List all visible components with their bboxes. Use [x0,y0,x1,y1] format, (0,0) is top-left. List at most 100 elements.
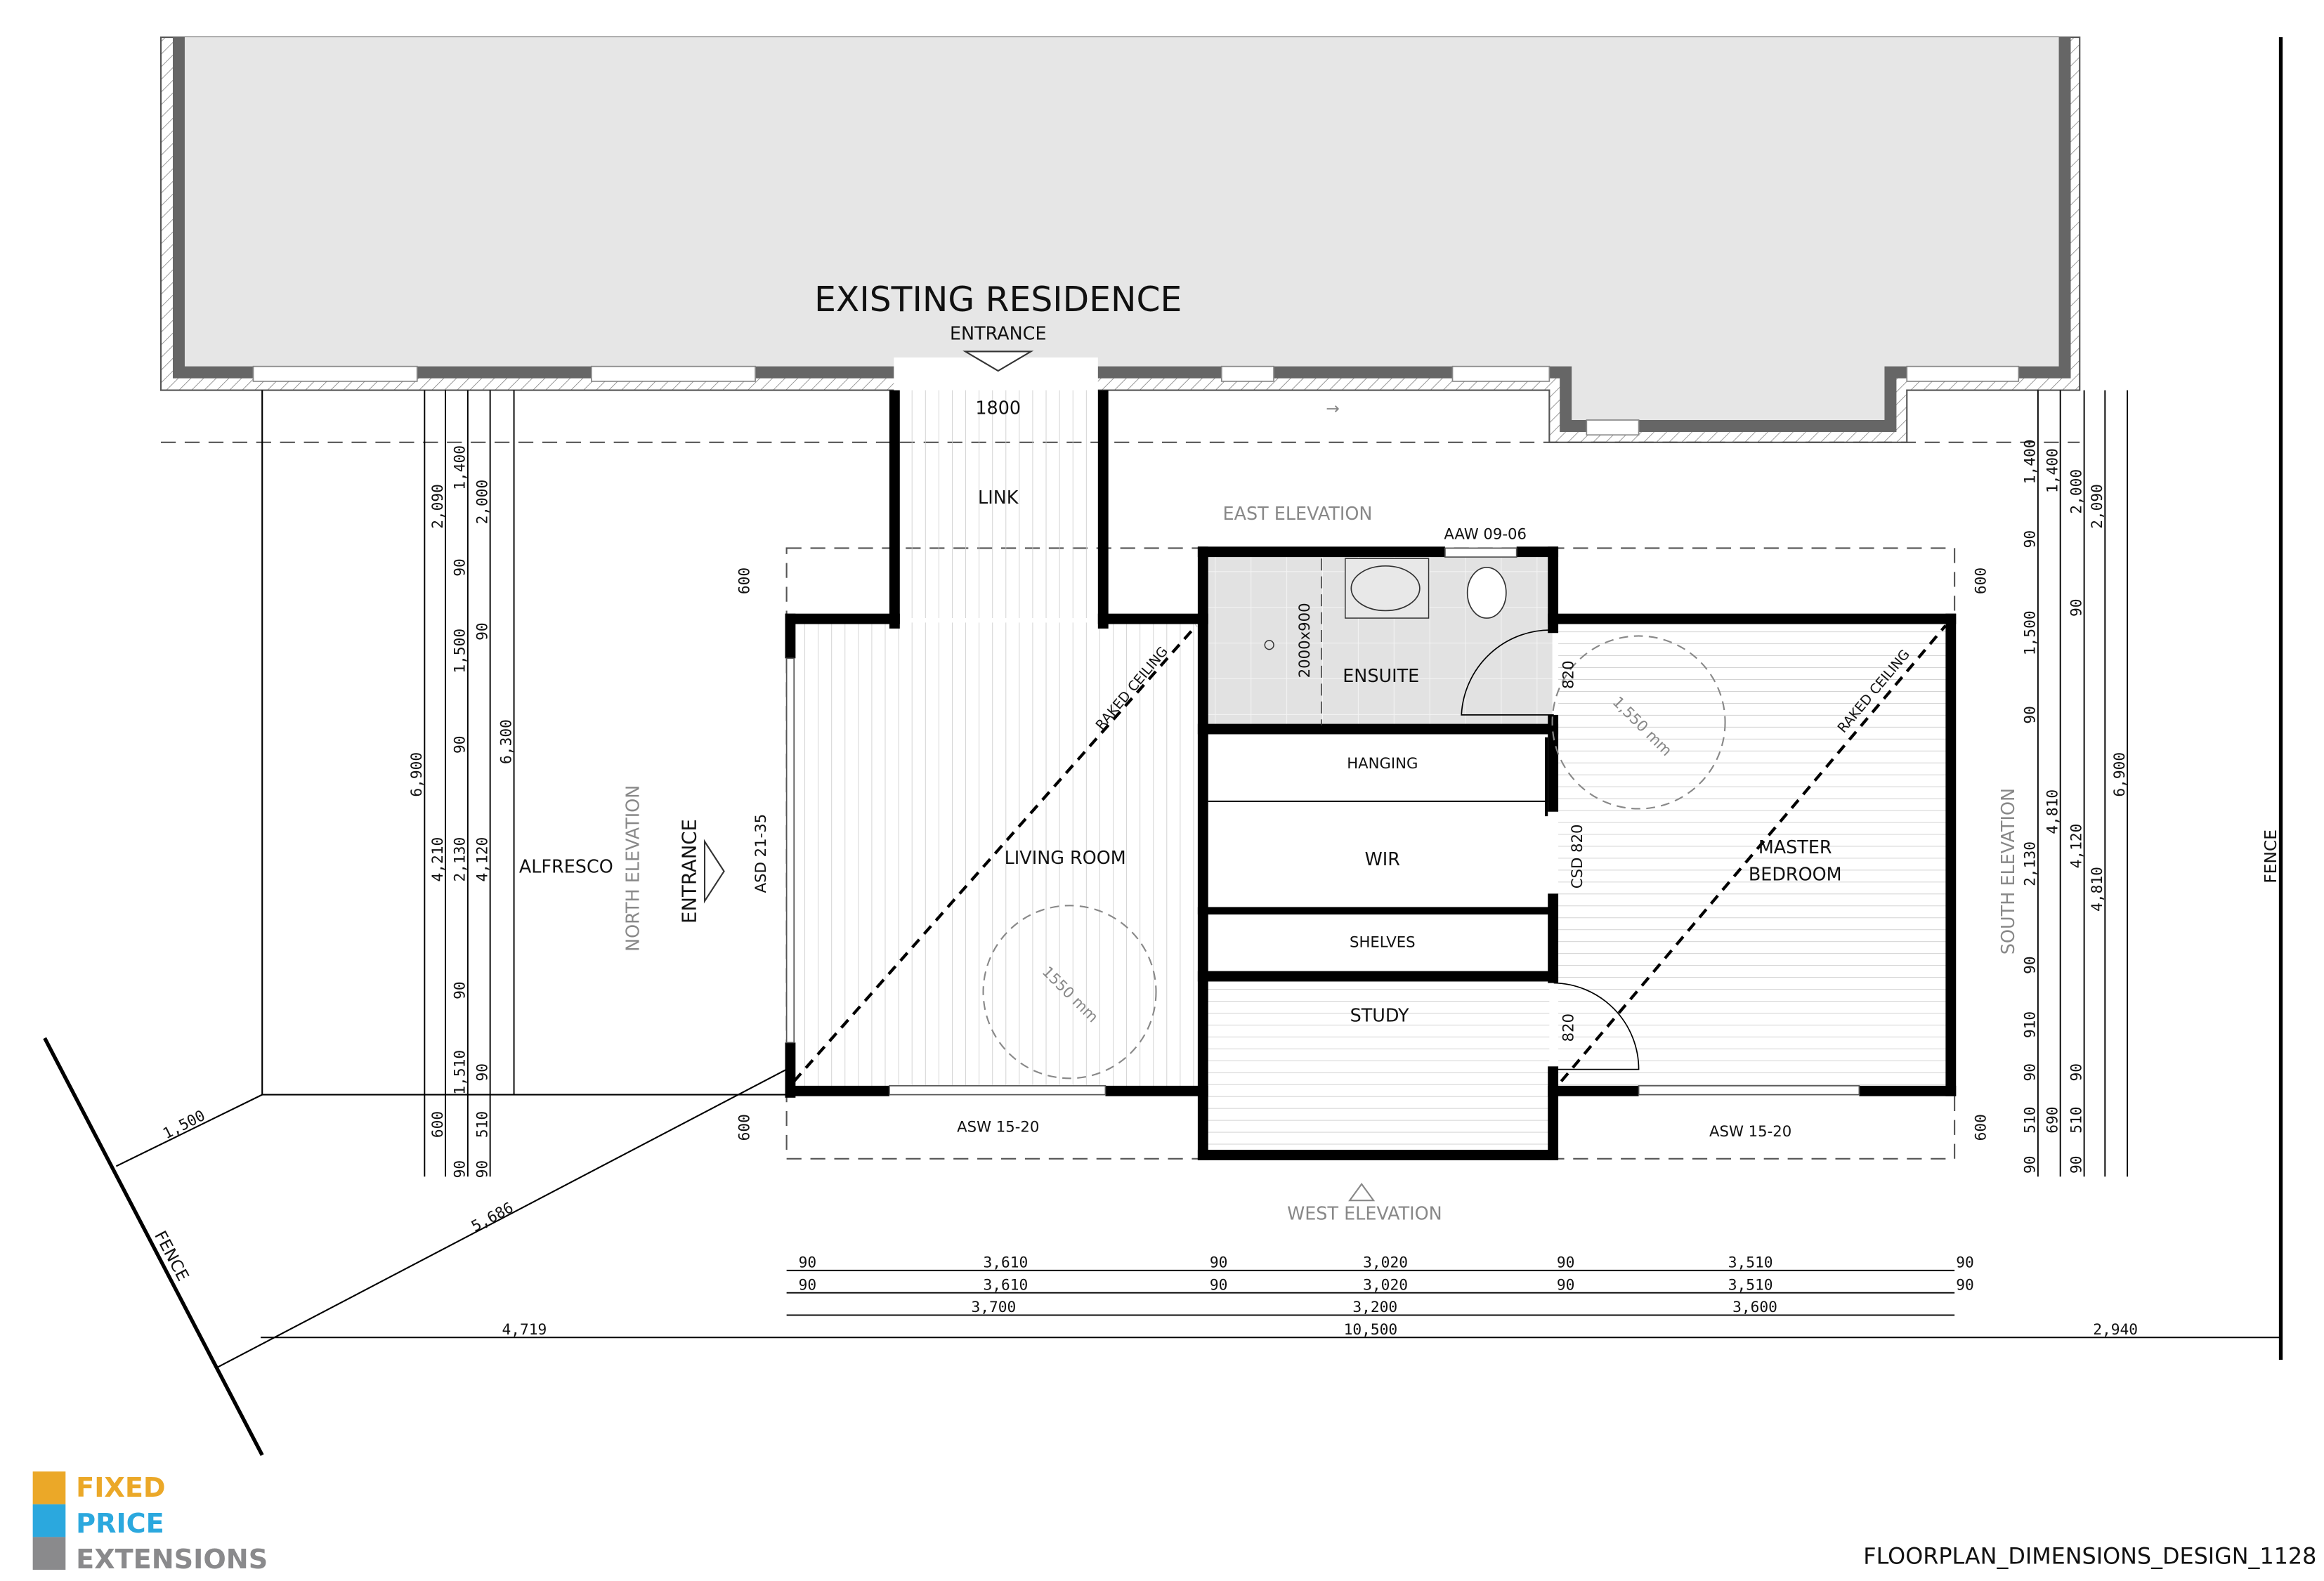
logo-line-1: FIXED [76,1472,165,1503]
shower-size-label: 2000x900 [1295,603,1313,678]
dim-bottom: 3,700 [971,1298,1016,1316]
arrow-icon: → [1326,400,1340,419]
csd-label: CSD 820 [1568,824,1586,888]
dim-bottom: 3,610 [983,1254,1028,1271]
hanging-label: HANGING [1347,754,1418,772]
dim-right: 6,900 [2110,752,2128,797]
dim-left: 90 [451,981,469,999]
asw-right-label: ASW 15-20 [1709,1122,1791,1140]
asw-left-label: ASW 15-20 [957,1118,1039,1136]
alfresco-label: ALFRESCO [519,856,613,877]
dim-left: 90 [451,1160,469,1179]
dim-bottom: 3,510 [1728,1254,1773,1271]
dim-right: 90 [2021,956,2039,974]
drawing-title: FLOORPLAN_DIMENSIONS_DESIGN_1128 [1863,1544,2316,1570]
entrance-arrow-icon [962,350,1034,372]
dim-left: 4,210 [429,837,446,882]
logo-line-3: EXTENSIONS [76,1544,268,1575]
diagonal-dim: 5,686 [468,1198,516,1235]
north-elevation-label: NORTH ELEVATION [622,785,644,952]
dim-left: 6,900 [407,752,425,797]
dim-left: 6,300 [497,719,514,764]
shelves-label: SHELVES [1350,933,1416,951]
walls [785,390,1957,1160]
link-label: LINK [978,487,1019,508]
dim-bottom: 3,020 [1363,1275,1408,1293]
dim-bottom: 90 [1956,1275,1974,1293]
dimension-labels: 6,900 2,090 4,210 600 1,400 90 1,500 90 … [407,440,2138,1339]
south-elevation-label: SOUTH ELEVATION [1997,788,2018,954]
master-bedroom-label-1: MASTER [1758,837,1832,858]
dim-right: 1,400 [2043,448,2061,493]
fence-left-line [43,1037,264,1457]
dim-left: 510 [473,1111,490,1138]
dim-right: 90 [2021,1063,2039,1082]
fence-right-label: FENCE [2261,829,2280,884]
dim-bottom: 10,500 [1344,1320,1398,1338]
alfresco-depth-dim: 1,500 [160,1106,208,1142]
dim-right: 1,500 [2021,610,2039,655]
dim-left: 90 [473,1160,490,1179]
dim-right: 90 [2067,1063,2084,1082]
dim-bottom: 90 [1956,1254,1974,1271]
dim-bottom: 3,020 [1363,1254,1408,1271]
dim-right: 510 [2021,1107,2039,1134]
dim-left: 4,120 [473,837,490,882]
entrance-label: ENTRANCE [678,819,700,924]
dim-left: 2,130 [451,837,469,882]
dim-left: 90 [473,622,490,641]
dim-right: 510 [2067,1107,2084,1134]
master-bedroom-label-2: BEDROOM [1749,863,1842,884]
ensuite-fixtures [1264,558,1640,1070]
west-elevation-arrow-icon [1348,1183,1376,1202]
dim-left: 1,400 [451,445,469,490]
dim-bottom: 3,510 [1728,1275,1773,1293]
dim-left: 2,090 [429,484,446,529]
wir-label: WIR [1365,848,1400,870]
dim-left: 90 [451,558,469,577]
dim-right: 90 [2067,598,2084,617]
dim-bottom: 90 [799,1275,817,1293]
dim-right: 2,000 [2067,469,2084,514]
dim-right: 2,130 [2021,841,2039,886]
dim-bottom: 4,719 [502,1320,547,1338]
dim-left: 2,000 [473,480,490,525]
ensuite-door-width: 820 [1559,660,1576,688]
logo-line-2: PRICE [76,1508,164,1539]
eave-bl: 600 [736,1114,753,1141]
dim-right: 2,090 [2088,484,2106,529]
existing-residence: EXISTING RESIDENCE ENTRANCE → [159,36,2081,443]
ensuite-label: ENSUITE [1343,665,1419,686]
dim-right: 4,810 [2088,867,2106,912]
dim-right: 90 [2067,1156,2084,1174]
dim-right: 90 [2021,706,2039,724]
dim-right: 690 [2043,1107,2061,1134]
dim-bottom: 2,940 [2093,1320,2138,1338]
eave-br: 600 [1972,1114,1990,1141]
study-door-width: 820 [1559,1013,1576,1042]
east-elevation-label: EAST ELEVATION [1223,503,1373,524]
dim-bottom: 3,600 [1732,1298,1777,1316]
dim-left: 1,510 [451,1050,469,1095]
existing-entrance-label: ENTRANCE [950,323,1047,344]
dim-left: 90 [451,736,469,754]
existing-residence-label: EXISTING RESIDENCE [814,280,1182,320]
dim-left: 90 [473,1063,490,1082]
dim-right: 4,810 [2043,789,2061,834]
dim-bottom: 3,200 [1352,1298,1397,1316]
living-room-label: LIVING ROOM [1005,847,1126,868]
dim-left: 600 [429,1111,446,1138]
dim-right: 90 [2021,1156,2039,1174]
aaw-label: AAW 09-06 [1444,525,1527,543]
dim-bottom: 90 [1557,1275,1575,1293]
west-elevation-label: WEST ELEVATION [1287,1203,1442,1224]
company-logo: FIXED PRICE EXTENSIONS [32,1471,268,1575]
dimension-lines [261,390,2280,1339]
room-labels: 1800 LINK ALFRESCO LIVING ROOM ENSUITE H… [519,398,1842,1026]
dim-left: 1,500 [451,629,469,674]
link-width-label: 1800 [975,398,1021,419]
dim-right: 1,400 [2021,440,2039,485]
dim-bottom: 90 [1557,1254,1575,1271]
dim-bottom: 90 [1210,1275,1228,1293]
